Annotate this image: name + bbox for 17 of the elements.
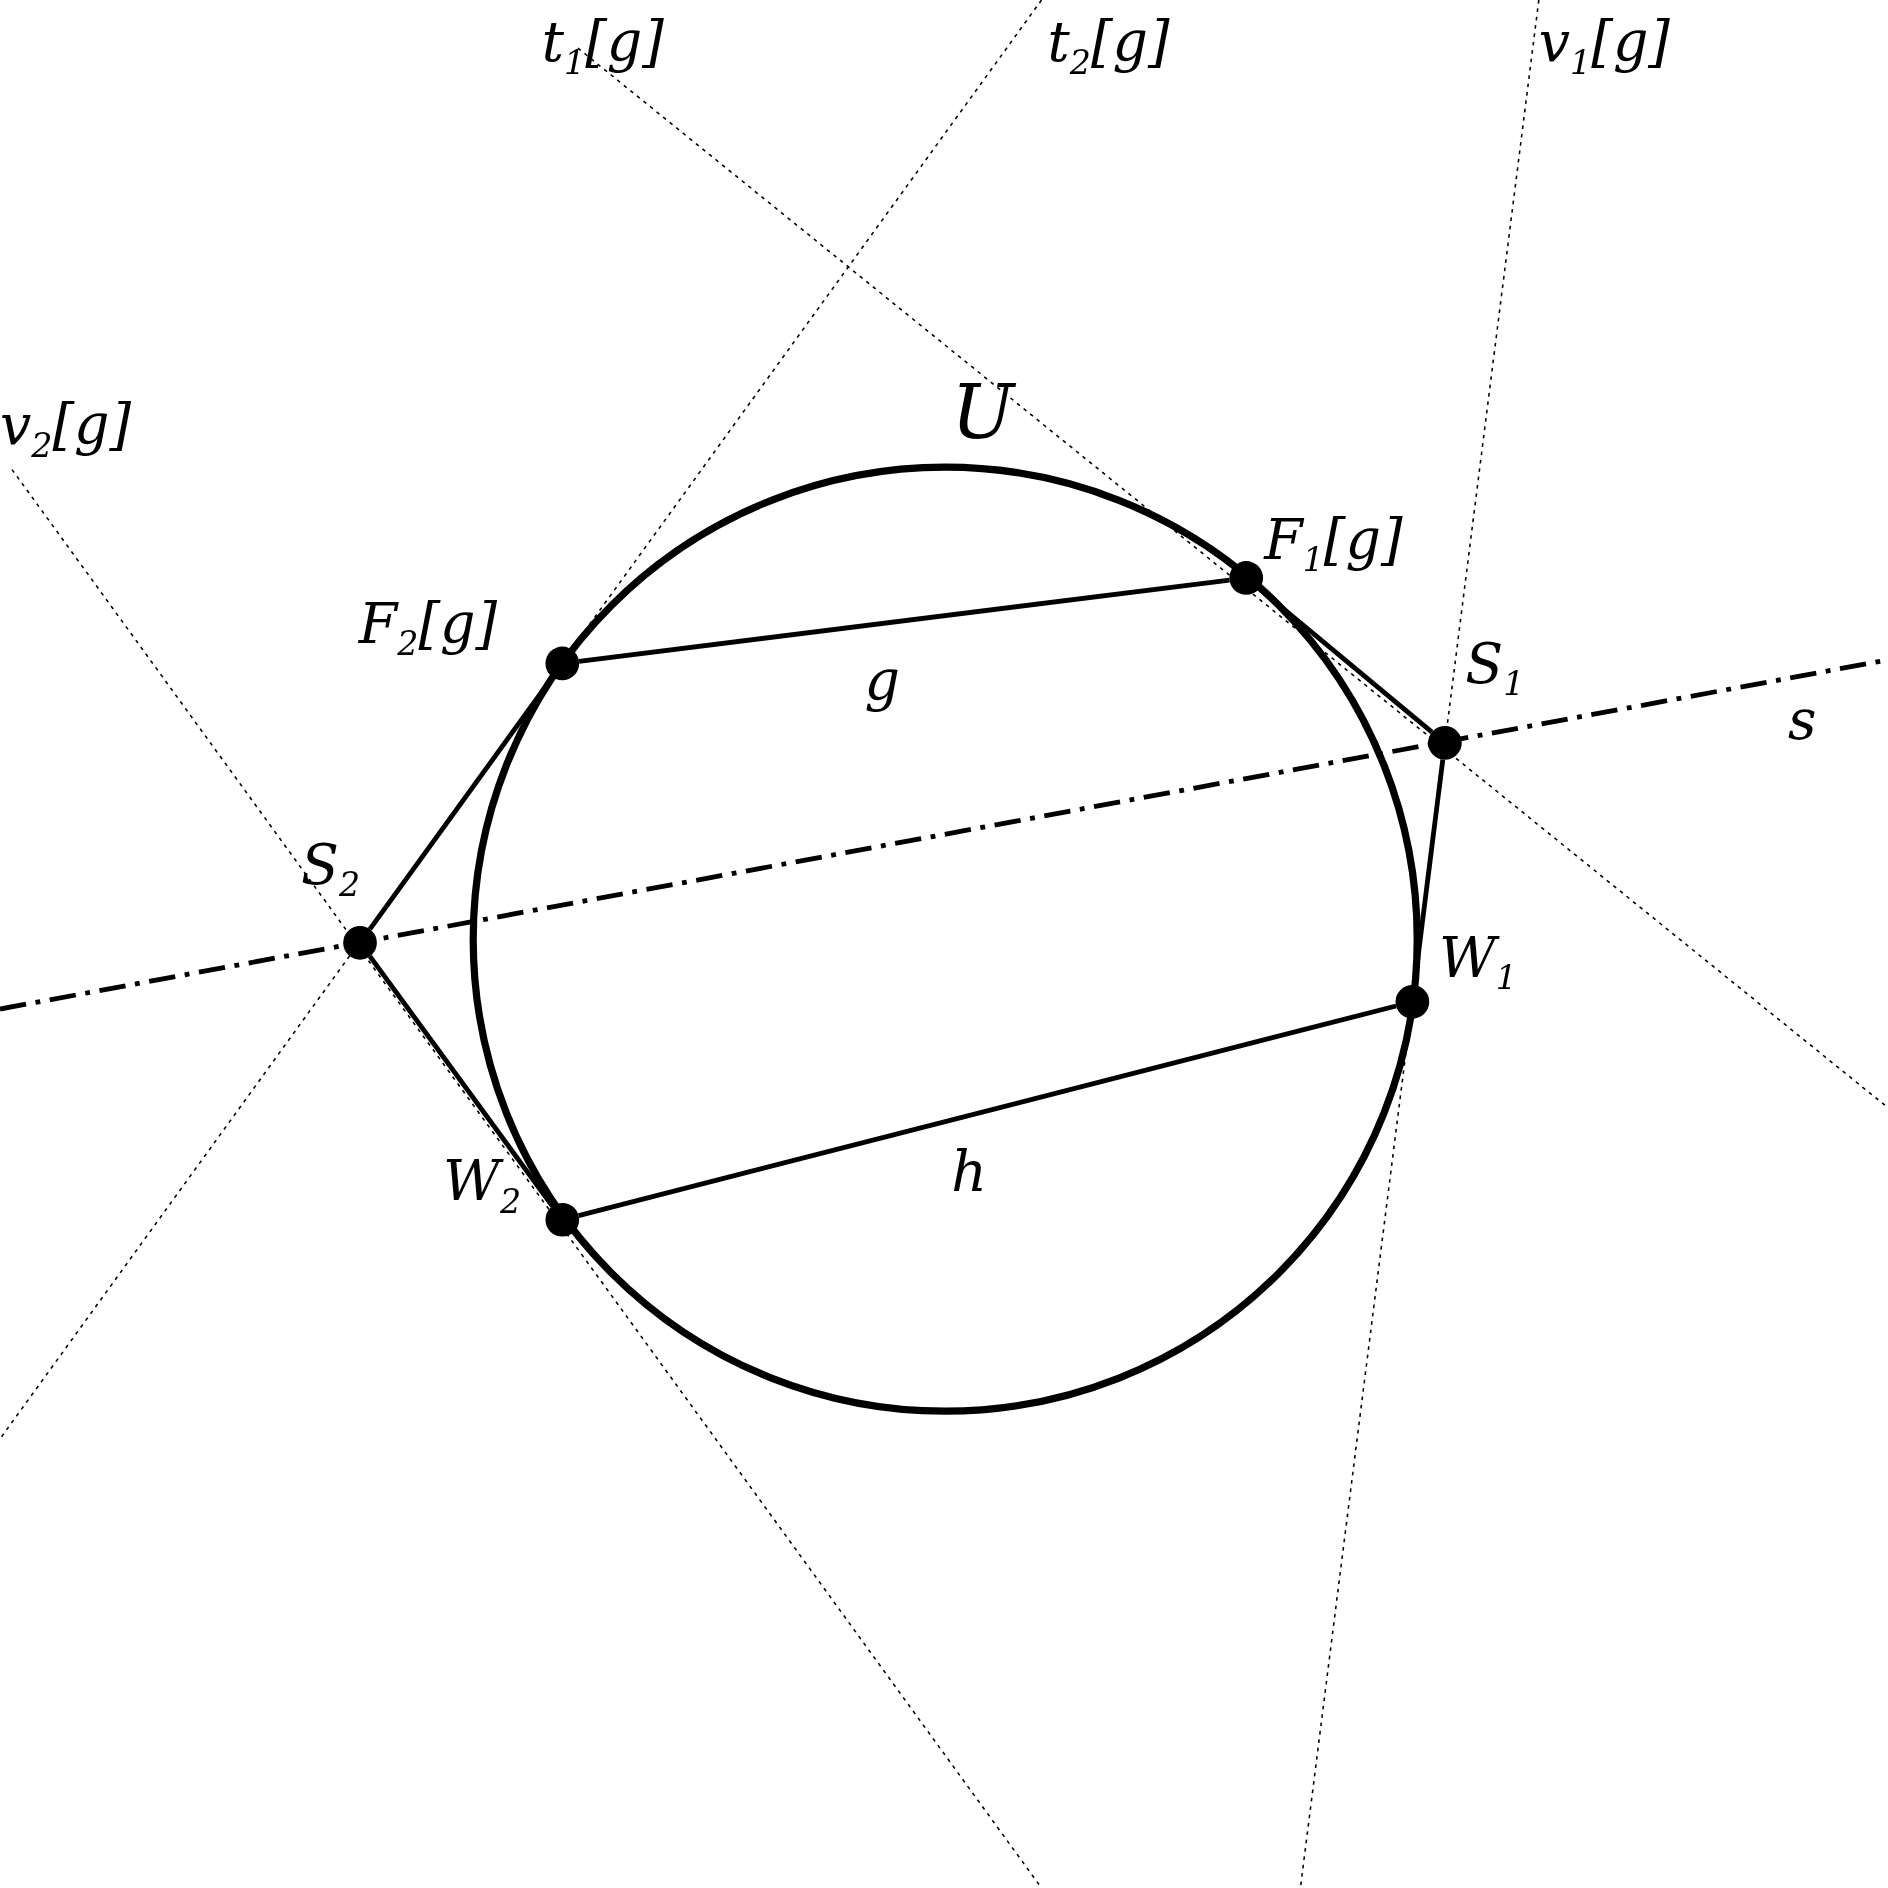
line-segment [1412,759,1446,986]
line-label: v$_{1}$[g] [1538,14,1670,80]
point-label: F$_{1}$[g] [1264,511,1403,577]
point-label: S$_{1}$ [1465,635,1525,701]
line-segment [578,577,1230,664]
point-label: F$_{2}$[g] [358,596,498,661]
line-label: t$_{2}$[g] [1047,14,1170,80]
line-segment [578,1003,1397,1218]
line-label: s [1788,692,1817,748]
line-label: U [951,375,1015,451]
point-label: W$_{1}$ [1438,929,1517,995]
line-segment [368,955,555,1208]
edge-label: h [951,1143,987,1200]
point-label: W$_{2}$ [443,1153,522,1219]
line-label: t$_{1}$[g] [541,14,664,80]
line-label: v$_{2}$[g] [0,397,132,463]
point-label: S$_{2}$ [301,836,361,902]
